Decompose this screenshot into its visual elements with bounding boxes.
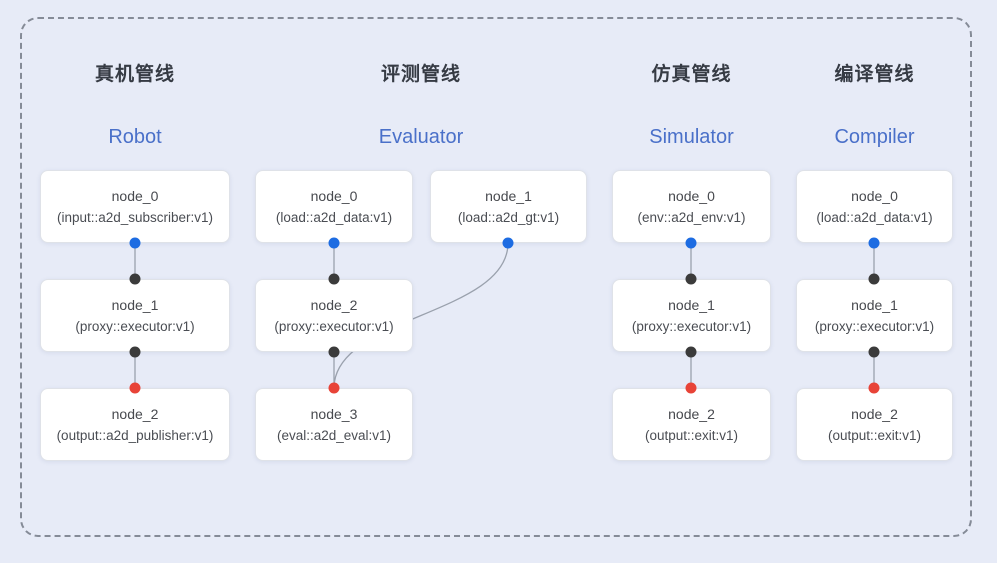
pipeline-title-en-robot: Robot — [108, 126, 162, 148]
node-name: node_1 — [668, 297, 715, 313]
node-type: (load::a2d_gt:v1) — [457, 210, 560, 225]
node-name: node_0 — [851, 188, 898, 204]
output-handle-dot-simulator-node-1[interactable] — [685, 346, 697, 358]
node-name: node_0 — [668, 188, 715, 204]
dashed-border-frame — [20, 17, 972, 537]
node-type: (eval::a2d_eval:v1) — [276, 428, 392, 443]
node-type: (output::exit:v1) — [644, 428, 739, 443]
node-name: node_2 — [310, 297, 358, 313]
node-name: node_1 — [485, 188, 532, 204]
flow-node-robot-node-1[interactable]: node_1 (proxy::executor:v1) — [40, 279, 230, 352]
input-handle-dot-robot-node-1[interactable] — [129, 273, 141, 285]
flow-node-simulator-node-1[interactable]: node_1 (proxy::executor:v1) — [612, 279, 771, 352]
source-handle-dot-compiler-node-0[interactable] — [868, 237, 880, 249]
target-handle-dot-compiler-node-2[interactable] — [868, 382, 880, 394]
node-name: node_2 — [111, 406, 159, 422]
target-handle-dot-simulator-node-2[interactable] — [685, 382, 697, 394]
node-name: node_3 — [310, 406, 358, 422]
pipeline-title-en-simulator: Simulator — [649, 126, 734, 148]
flow-node-robot-node-0[interactable]: node_0 (input::a2d_subscriber:v1) — [40, 170, 230, 243]
node-type: (load::a2d_data:v1) — [275, 210, 393, 225]
node-name: node_2 — [851, 406, 898, 422]
node-type: (load::a2d_data:v1) — [816, 210, 933, 225]
node-name: node_2 — [668, 406, 715, 422]
node-type: (input::a2d_subscriber:v1) — [56, 210, 214, 225]
flow-node-evaluator-node-1[interactable]: node_1 (load::a2d_gt:v1) — [430, 170, 587, 243]
node-type: (output::exit:v1) — [827, 428, 922, 443]
target-handle-dot-robot-node-2[interactable] — [129, 382, 141, 394]
output-handle-dot-compiler-node-1[interactable] — [868, 346, 880, 358]
flow-node-compiler-node-0[interactable]: node_0 (load::a2d_data:v1) — [796, 170, 953, 243]
input-handle-dot-compiler-node-1[interactable] — [868, 273, 880, 285]
flow-node-evaluator-node-2[interactable]: node_2 (proxy::executor:v1) — [255, 279, 413, 352]
flow-node-simulator-node-0[interactable]: node_0 (env::a2d_env:v1) — [612, 170, 771, 243]
node-type: (proxy::executor:v1) — [631, 319, 752, 334]
node-name: node_0 — [111, 188, 159, 204]
node-name: node_0 — [310, 188, 358, 204]
flow-node-compiler-node-2[interactable]: node_2 (output::exit:v1) — [796, 388, 953, 461]
node-name: node_1 — [111, 297, 159, 313]
node-name: node_1 — [851, 297, 898, 313]
node-type: (proxy::executor:v1) — [274, 319, 394, 334]
node-type: (proxy::executor:v1) — [814, 319, 935, 334]
flow-node-evaluator-node-0[interactable]: node_0 (load::a2d_data:v1) — [255, 170, 413, 243]
output-handle-dot-evaluator-node-2[interactable] — [328, 346, 340, 358]
flow-node-evaluator-node-3[interactable]: node_3 (eval::a2d_eval:v1) — [255, 388, 413, 461]
flow-node-robot-node-2[interactable]: node_2 (output::a2d_publisher:v1) — [40, 388, 230, 461]
pipeline-title-en-compiler: Compiler — [834, 126, 915, 148]
flow-node-compiler-node-1[interactable]: node_1 (proxy::executor:v1) — [796, 279, 953, 352]
source-handle-dot-evaluator-node-0[interactable] — [328, 237, 340, 249]
pipeline-title-en-evaluator: Evaluator — [378, 126, 464, 148]
source-handle-dot-evaluator-node-1[interactable] — [502, 237, 514, 249]
pipeline-title-zh-robot: 真机管线 — [94, 64, 175, 85]
pipeline-title-zh-evaluator: 评测管线 — [380, 64, 461, 85]
edge-eval-n1-n3-bezier — [333, 242, 509, 389]
node-type: (env::a2d_env:v1) — [637, 210, 746, 225]
source-handle-dot-simulator-node-0[interactable] — [685, 237, 697, 249]
target-handle-dot-evaluator-node-3[interactable] — [328, 382, 340, 394]
output-handle-dot-robot-node-1[interactable] — [129, 346, 141, 358]
flow-node-simulator-node-2[interactable]: node_2 (output::exit:v1) — [612, 388, 771, 461]
source-handle-dot-robot-node-0[interactable] — [129, 237, 141, 249]
input-handle-dot-simulator-node-1[interactable] — [685, 273, 697, 285]
input-handle-dot-evaluator-node-2[interactable] — [328, 273, 340, 285]
pipeline-title-zh-simulator: 仿真管线 — [651, 64, 732, 85]
node-type: (proxy::executor:v1) — [75, 319, 195, 334]
pipeline-title-zh-compiler: 编译管线 — [834, 64, 915, 85]
node-type: (output::a2d_publisher:v1) — [56, 428, 214, 443]
